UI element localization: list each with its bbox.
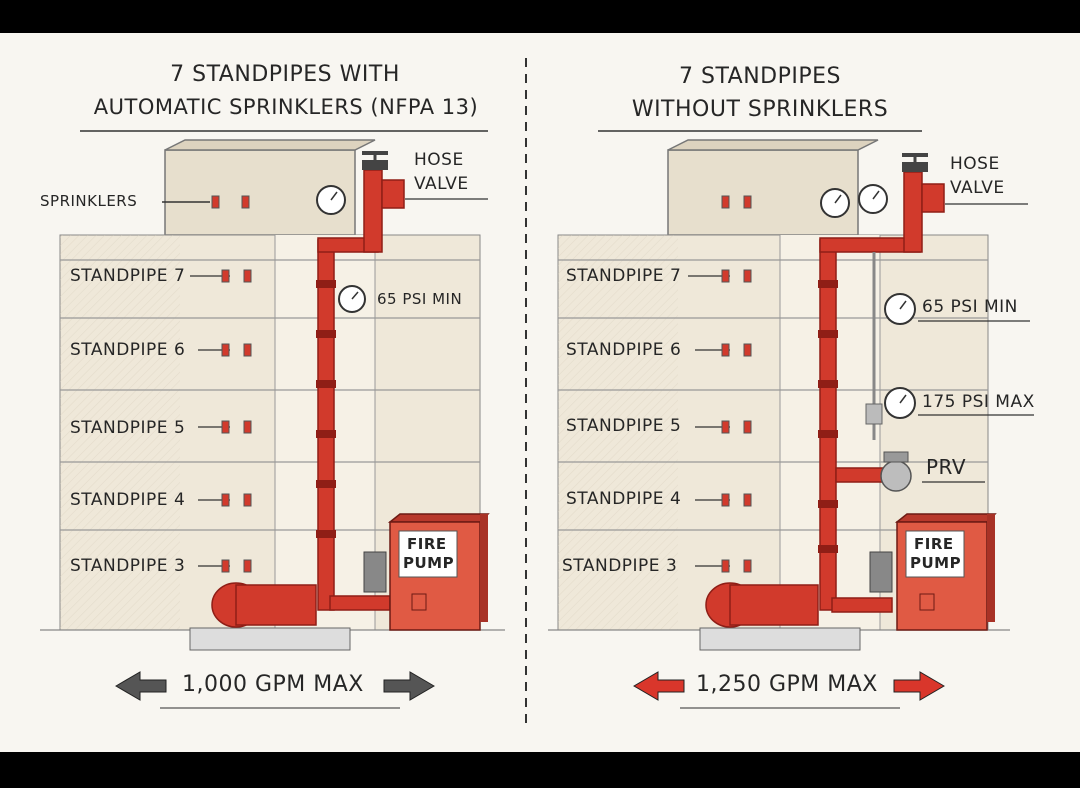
- left-standpipe-7: STANDPIPE 7: [70, 266, 186, 286]
- right-fire-pump-line1: FIRE: [914, 535, 954, 553]
- left-fire-pump-line1: FIRE: [407, 535, 447, 553]
- right-max-gauge: [884, 387, 916, 419]
- left-standpipe-4: STANDPIPE 4: [70, 490, 186, 510]
- right-standpipe-4: STANDPIPE 4: [566, 489, 682, 509]
- right-arrow-right: [893, 671, 945, 701]
- left-standpipe-5: STANDPIPE 5: [70, 418, 186, 438]
- right-standpipe-6: STANDPIPE 6: [566, 340, 682, 360]
- right-hose-valve-line1: HOSE: [950, 154, 1000, 174]
- sprinklers-label: SPRINKLERS: [40, 192, 138, 210]
- left-title-line1: 7 STANDPIPES WITH: [170, 62, 400, 87]
- left-arrow-left: [115, 671, 167, 701]
- right-standpipe-7: STANDPIPE 7: [566, 266, 682, 286]
- left-arrow-right: [383, 671, 435, 701]
- right-top-gauge-2: [858, 184, 888, 214]
- left-pump-motor: [189, 551, 387, 651]
- right-riser-pipe: [818, 153, 945, 613]
- prv-valve: [880, 451, 912, 492]
- right-fire-pump-cabinet: [894, 513, 997, 631]
- left-pressure-label: 65 PSI MIN: [377, 290, 463, 308]
- bottom-letterbox: [0, 752, 1080, 788]
- right-sprinkler-heads: [721, 195, 752, 573]
- right-pressure-min-label: 65 PSI MIN: [922, 297, 1018, 317]
- right-flow-label: 1,250 GPM MAX: [696, 672, 878, 697]
- left-fire-pump-cabinet: [387, 513, 490, 631]
- right-min-gauge: [884, 293, 916, 325]
- right-arrow-left: [633, 671, 685, 701]
- right-standpipe-3: STANDPIPE 3: [562, 556, 678, 576]
- right-hose-valve-line2: VALVE: [950, 178, 1005, 198]
- left-fire-pump-line2: PUMP: [403, 554, 455, 572]
- left-sprinkler-heads: [211, 195, 252, 573]
- right-title-line1: 7 STANDPIPES: [678, 64, 842, 89]
- right-pump-motor: [699, 551, 893, 651]
- left-riser-pipe: [316, 151, 405, 611]
- left-title-line2: AUTOMATIC SPRINKLERS (NFPA 13): [93, 95, 479, 119]
- left-pressure-gauge: [338, 285, 366, 313]
- left-hose-valve-line1: HOSE: [414, 150, 464, 170]
- prv-label: PRV: [926, 455, 967, 479]
- right-pressure-max-label: 175 PSI MAX: [922, 392, 1035, 412]
- top-letterbox: [0, 0, 1080, 33]
- right-standpipe-5: STANDPIPE 5: [566, 416, 682, 436]
- left-hose-valve-line2: VALVE: [414, 174, 469, 194]
- right-fire-pump-line2: PUMP: [910, 554, 962, 572]
- right-title-line2: WITHOUT SPRINKLERS: [631, 97, 889, 122]
- left-flow-label: 1,000 GPM MAX: [182, 672, 364, 697]
- left-standpipe-6: STANDPIPE 6: [70, 340, 186, 360]
- left-standpipe-3: STANDPIPE 3: [70, 556, 186, 576]
- right-top-gauge-1: [820, 188, 850, 218]
- right-flow-arrows: [633, 671, 945, 709]
- left-top-gauge: [316, 185, 346, 215]
- left-flow-arrows: [115, 671, 435, 709]
